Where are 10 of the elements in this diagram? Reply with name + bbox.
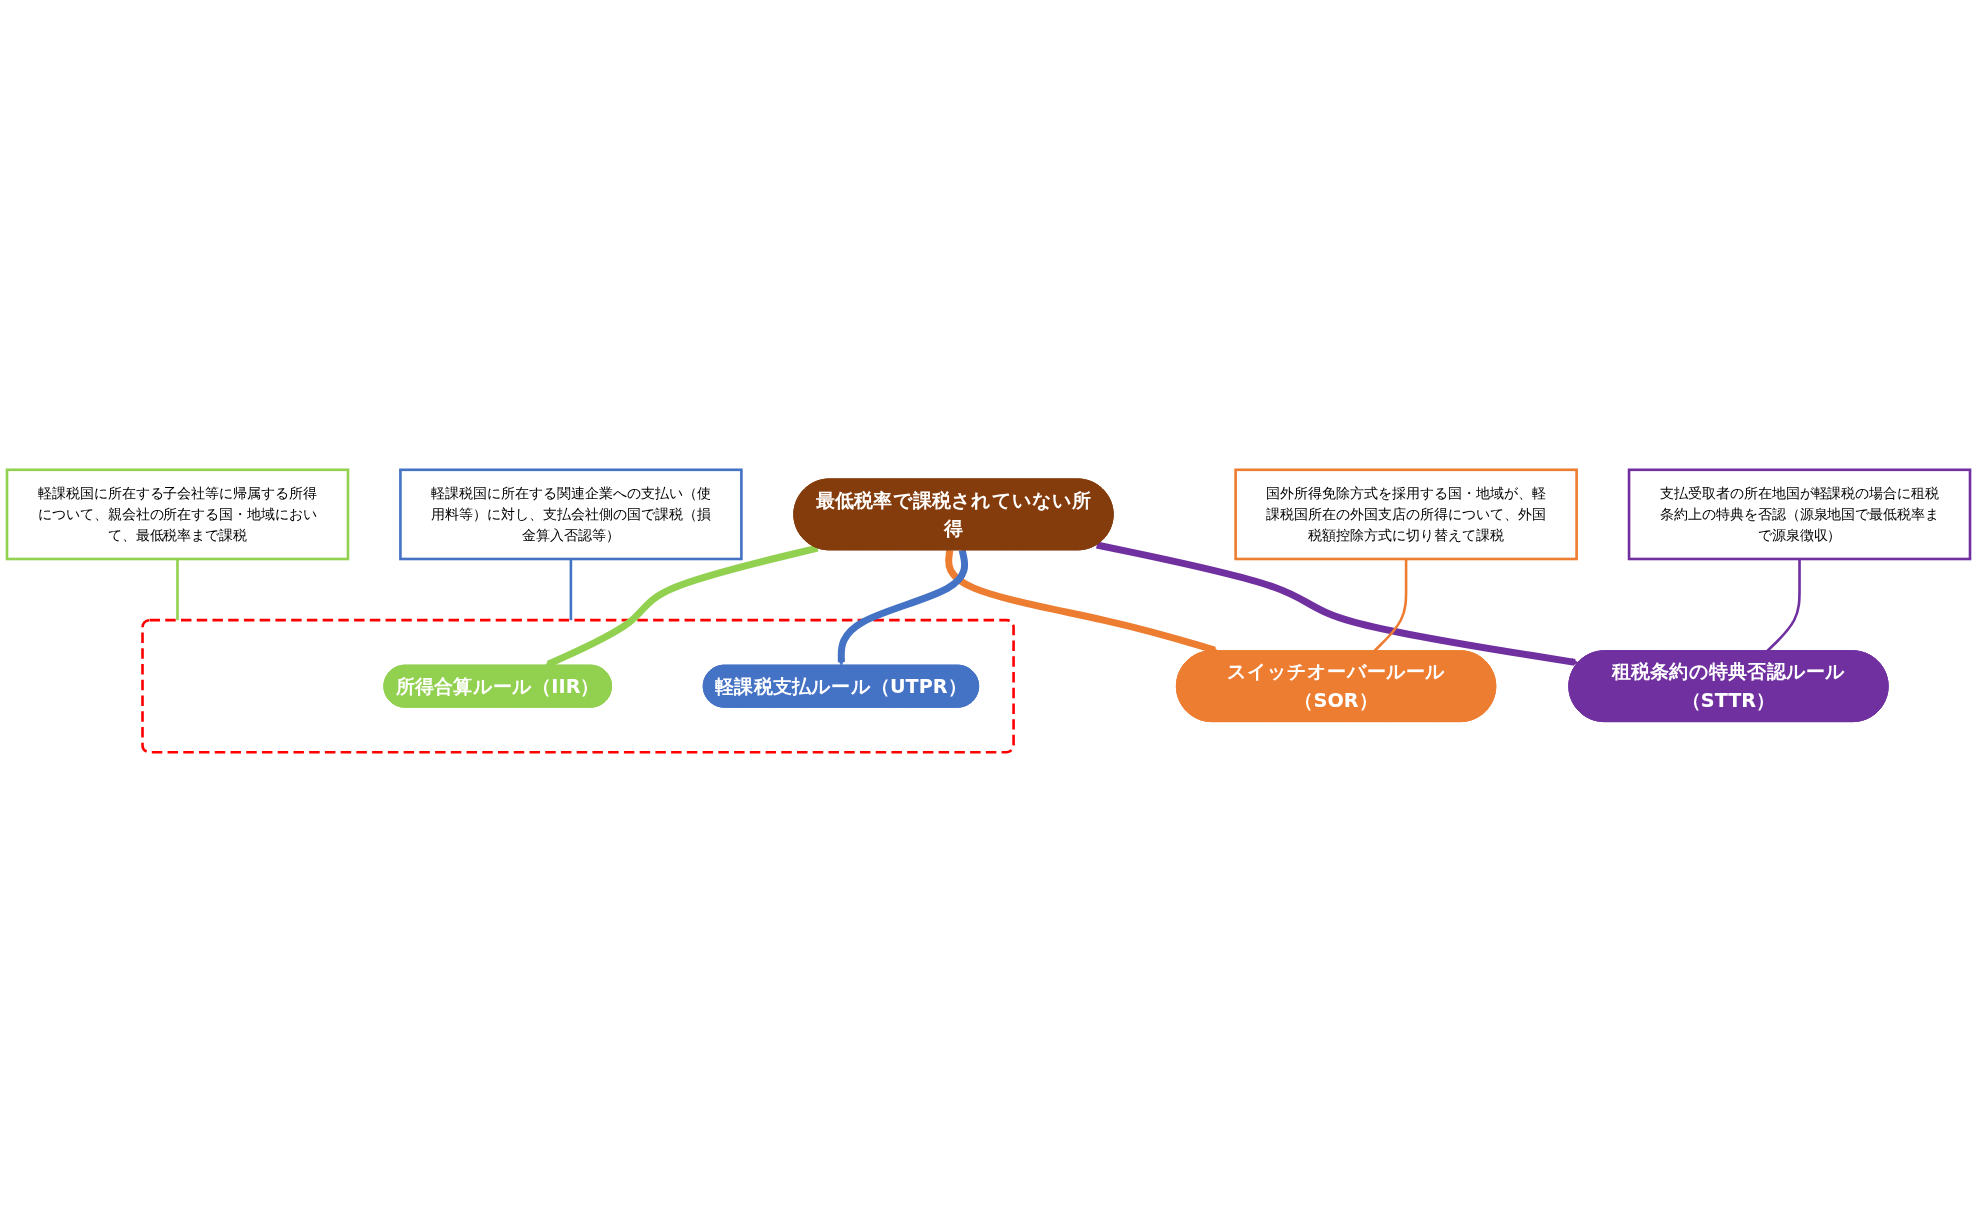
arrow: [1096, 541, 1579, 666]
node-box: 軽課税国に所在する子会社等に帰属する所得について、親会社の所在する国・地域において、最低税率まで課税: [5, 468, 350, 561]
arrow: [945, 549, 1219, 654]
connector: [569, 559, 573, 621]
node-box: 支払受取者の所在地国が軽課税の場合に租税条約上の特典を否認（源泉地国で最低税率まで源泉徴収）: [1627, 468, 1972, 561]
node-box: 国外所得免除方式を採用する国・地域が、軽課税国所在の外国支店の所得について、外国税額控除方式に切り替えて課税: [1234, 468, 1578, 561]
cluster: [141, 618, 1015, 754]
node-box: 軽課税国に所在する関連企業への支払い（使用料等）に対し、支払会社側の国で課税（損金算入否認等）: [399, 468, 743, 561]
arrow: [837, 549, 969, 666]
connector: [176, 559, 179, 621]
